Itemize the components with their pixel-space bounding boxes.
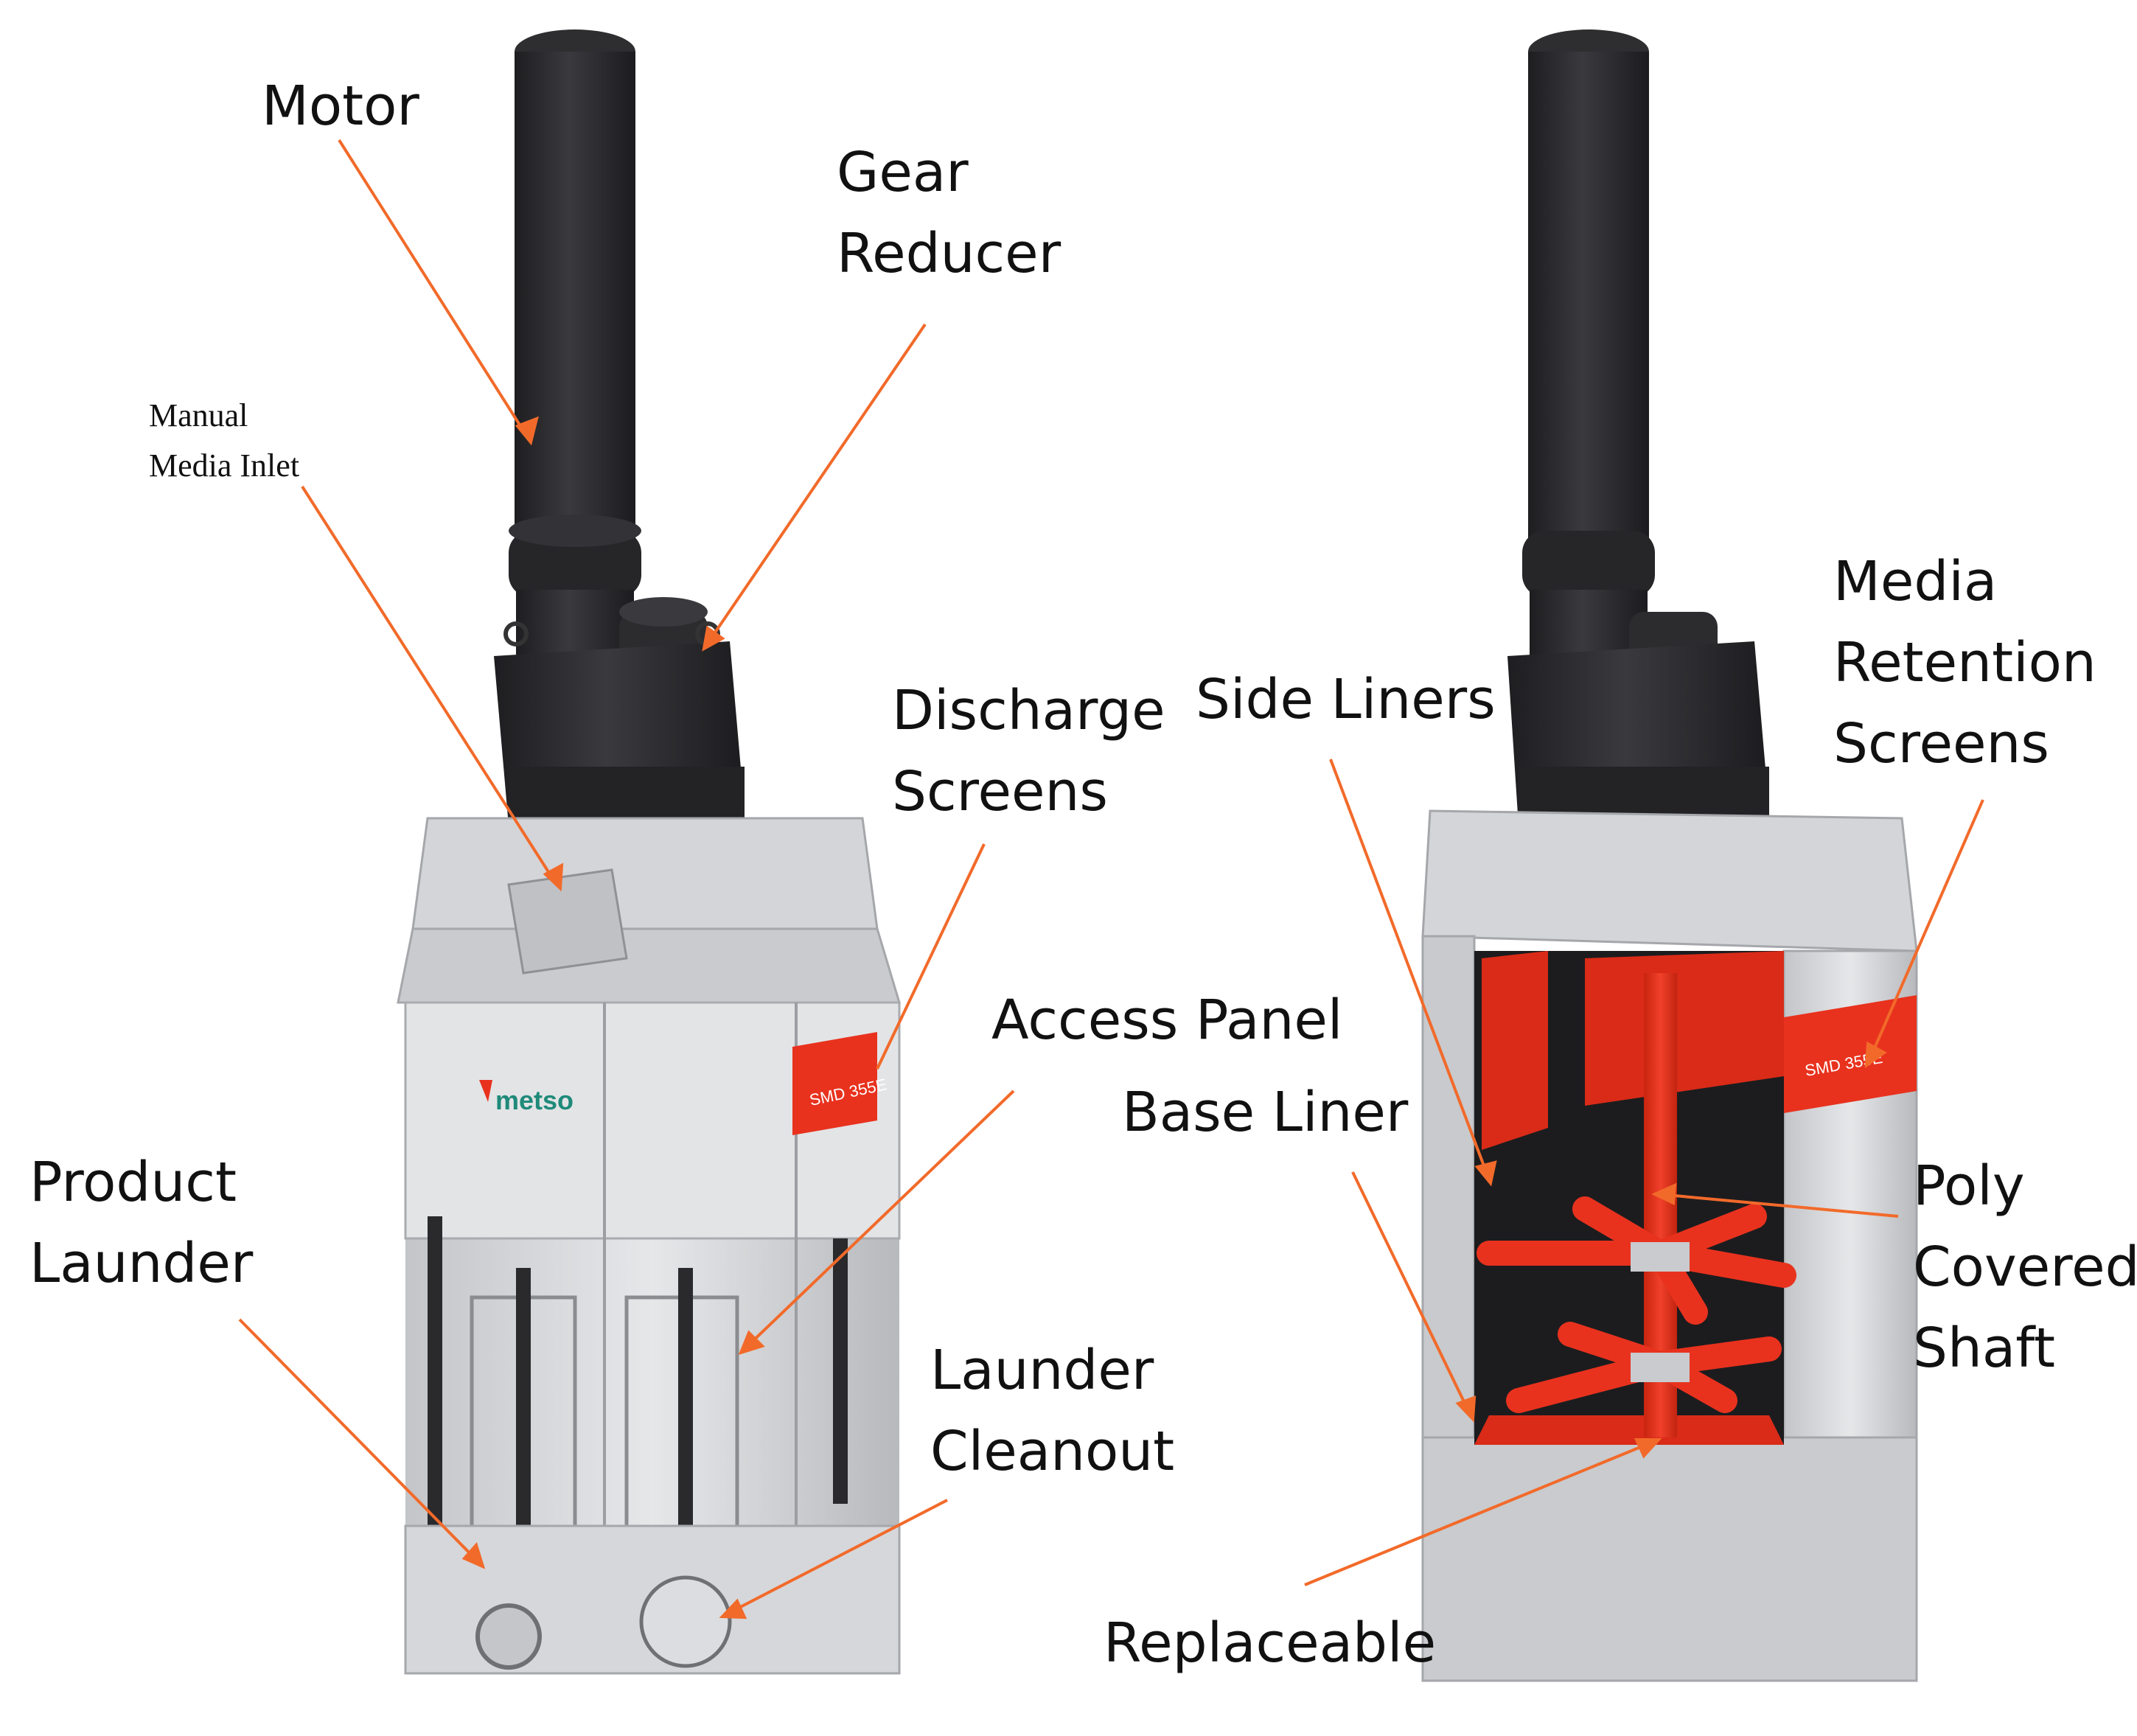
leader-access xyxy=(743,1090,1015,1350)
leader-lines xyxy=(238,139,1984,1620)
label-launder-cleanout-line2: Cleanout xyxy=(930,1420,1175,1483)
leader-motor xyxy=(338,139,532,444)
label-replaceable: Replaceable xyxy=(1104,1611,1437,1675)
label-poly-shaft-line1: Poly xyxy=(1913,1154,2025,1218)
label-media-retention-line1: Media xyxy=(1833,550,1998,613)
leader-poly-shaft xyxy=(1658,1193,1899,1218)
arrow-poly-shaft xyxy=(1651,1182,1677,1206)
left-body xyxy=(404,1001,901,1675)
label-discharge-screens-line1: Discharge xyxy=(892,679,1165,742)
label-side-liners: Side Liners xyxy=(1196,668,1496,731)
label-media-retention-line2: Retention xyxy=(1833,631,2096,694)
label-poly-shaft-line3: Shaft xyxy=(1913,1317,2055,1380)
arrow-motor xyxy=(515,416,539,446)
right-frame xyxy=(1421,809,1918,1682)
arrow-media-retention xyxy=(1864,1041,1887,1069)
label-media-retention-line3: Screens xyxy=(1833,712,2049,775)
label-gear-reducer-line1: Gear xyxy=(837,141,969,204)
arrow-access xyxy=(738,1330,765,1356)
label-launder-cleanout-line1: Launder xyxy=(930,1339,1154,1402)
leader-side-liners xyxy=(1329,759,1491,1180)
leader-discharge xyxy=(876,843,986,1070)
leader-replaceable xyxy=(1304,1440,1656,1586)
label-manual-media-inlet-line1: Manual xyxy=(149,397,248,433)
leader-inlet xyxy=(301,485,558,886)
stirrer-shaft xyxy=(1477,973,1796,1437)
label-base-liner: Base Liner xyxy=(1122,1081,1409,1144)
leader-media-retention xyxy=(1867,799,1984,1062)
label-discharge-screens-line2: Screens xyxy=(892,760,1108,823)
label-access-panel: Access Panel xyxy=(991,989,1343,1052)
right-mill: SMD 355E xyxy=(1421,29,1918,1682)
motor-column xyxy=(509,29,641,678)
arrow-replaceable xyxy=(1634,1438,1662,1459)
label-gear-reducer-line2: Reducer xyxy=(837,222,1061,285)
right-motor-column xyxy=(1522,29,1655,678)
leader-base-liner xyxy=(1351,1171,1472,1416)
arrow-gear xyxy=(702,625,725,652)
gear-reducer-body xyxy=(494,597,745,826)
label-product-launder-line2: Launder xyxy=(29,1232,254,1295)
arrow-product xyxy=(461,1542,486,1569)
left-top-frame xyxy=(397,817,902,1004)
metso-logo: metso xyxy=(479,1080,574,1115)
label-product-launder-line1: Product xyxy=(29,1151,237,1214)
label-manual-media-inlet-line2: Media Inlet xyxy=(149,447,300,484)
label-poly-shaft-line2: Covered xyxy=(1913,1235,2137,1299)
label-motor: Motor xyxy=(262,74,419,138)
leader-gear xyxy=(703,323,927,650)
arrow-inlet xyxy=(543,862,564,892)
leader-product xyxy=(238,1318,481,1564)
left-mill: metso SMD 355E xyxy=(397,29,902,1675)
arrow-cleanout xyxy=(719,1598,747,1620)
leader-cleanout xyxy=(725,1499,948,1616)
arrow-base-liner xyxy=(1455,1395,1477,1423)
arrow-side-liners xyxy=(1474,1160,1497,1187)
logo-text: metso xyxy=(495,1085,574,1115)
